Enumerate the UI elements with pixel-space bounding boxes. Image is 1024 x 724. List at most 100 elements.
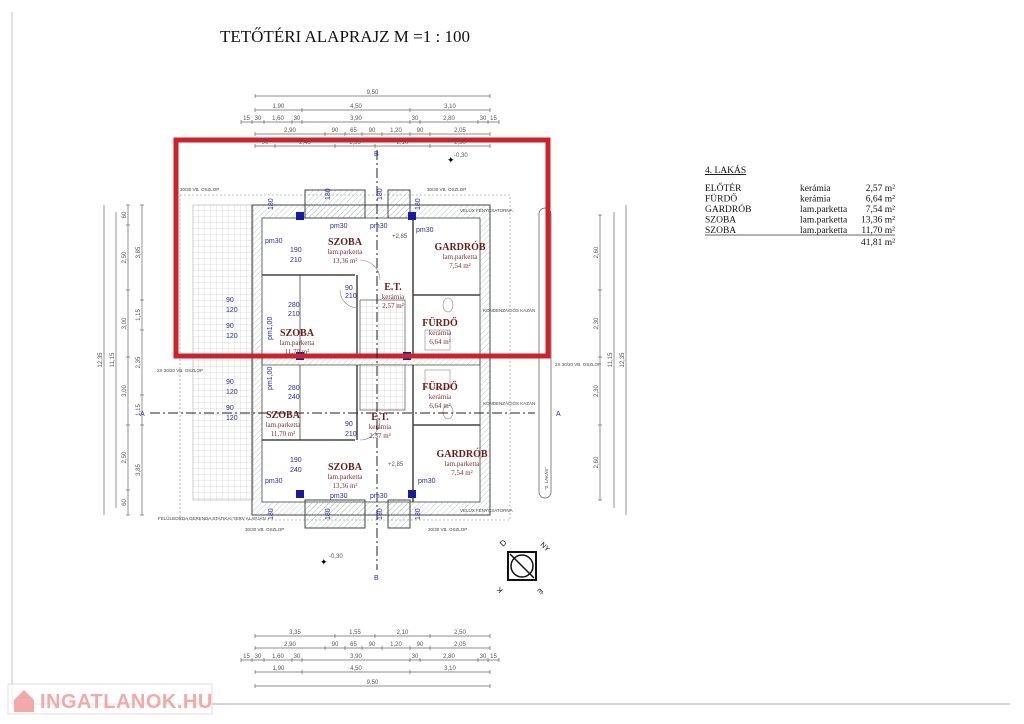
room-name: FÜRDŐ	[422, 380, 458, 393]
roof-grid-area	[192, 204, 254, 501]
room-finish: lam.parketta	[280, 339, 316, 347]
dimension-value: 30	[294, 654, 301, 660]
room-area: 2,57 m²	[369, 432, 391, 440]
level-bottom: -0,30	[329, 554, 343, 560]
room-finish: lam.parketta	[443, 253, 479, 261]
opening-dimension: 90	[226, 405, 234, 412]
note-column-2x: 2X 30/20 VB. OSZLOP	[555, 362, 601, 367]
room-name: GARDRÓB	[434, 241, 485, 253]
opening-dimension: 120	[226, 415, 238, 422]
dimension-value: 1,55	[349, 140, 361, 146]
dimension-value: 2,50	[454, 630, 466, 636]
room-finish: lam.parketta	[328, 473, 364, 481]
compass-west: NY	[539, 541, 551, 553]
room-area: 2,57 m²	[382, 302, 404, 310]
area-legend: 4. LAKÁS ELŐTÉR kerámia 2,57 m² FÜRDŐ kerámi…	[705, 164, 895, 248]
drawing-title: TETŐTÉRI ALAPRAJZ M =1 : 100	[220, 27, 470, 46]
dimension-value: 2,50	[454, 140, 466, 146]
neighbour-unit-label: "3. LAKÁS"	[543, 467, 549, 490]
legend-finish: kerámia	[800, 184, 831, 194]
opening-dimension: pm30	[370, 223, 388, 230]
dimension-value: 1,15	[136, 404, 142, 416]
dimension-value: 3,10	[444, 666, 456, 672]
dimension-value: 4,50	[350, 666, 362, 672]
note-column: 30/30 VB. OSZLOP	[245, 527, 284, 532]
opening-dimension: 240	[288, 394, 300, 401]
room-area: 13,36 m²	[332, 482, 357, 490]
legend-area: 6,64 m²	[866, 195, 895, 205]
dimension-value: 15	[490, 116, 497, 122]
legend-room: FÜRDŐ	[705, 193, 737, 205]
dimension-value: 2,50	[122, 451, 128, 463]
dimension-value: 3,10	[444, 104, 456, 110]
dimension-value: 30	[412, 654, 419, 660]
level-marker-icon: ✦	[447, 155, 455, 165]
dimension-value: 90	[417, 128, 424, 134]
opening-dimension: 90	[345, 285, 353, 292]
opening-dimension: pm30	[265, 238, 283, 245]
room-finish: kerámia	[369, 423, 392, 431]
room-finish: lam.parketta	[328, 248, 364, 256]
house-icon	[14, 690, 34, 712]
dimension-value: 1,55	[349, 630, 361, 636]
opening-dimension: pm30	[416, 227, 434, 234]
dimension-value: 90	[369, 128, 376, 134]
level-marker-icon: ✦	[320, 557, 328, 567]
opening-dimension: 240	[290, 467, 302, 474]
watermark-text: INGATLANOK.HU	[40, 691, 213, 713]
dimension-value: 90	[332, 128, 339, 134]
dimension-value: 15	[490, 654, 497, 660]
compass-north: É	[535, 587, 545, 597]
legend-room: GARDRÓB	[705, 203, 751, 215]
dimension-value: 2,10	[397, 140, 409, 146]
room-name: FÜRDŐ	[422, 316, 458, 329]
dimension-value: 12,35	[620, 352, 626, 368]
dimension-value: 1,20	[390, 642, 402, 648]
dimension-value: 1,90	[273, 104, 285, 110]
room-name: SZOBA	[280, 328, 315, 339]
legend-finish: kerámia	[800, 195, 831, 205]
watermark-logo: INGATLANOK.HU	[7, 683, 213, 715]
opening-dimension: 90	[226, 379, 234, 386]
opening-dimension: pm1,00	[267, 367, 274, 390]
room-finish: kerámia	[429, 393, 452, 401]
level-room-upper: +2,85	[392, 234, 408, 240]
dimension-value: 30	[294, 116, 301, 122]
room-finish: lam.parketta	[445, 460, 481, 468]
room-area: 11,70 m²	[285, 348, 310, 356]
dimension-value: 11,15	[608, 352, 614, 367]
legend-finish: lam.parketta	[800, 226, 848, 236]
dimension-value: 11,15	[110, 352, 116, 367]
opening-dimension: 190	[290, 457, 302, 464]
compass-south: D	[498, 538, 509, 549]
opening-dimension: pm30	[418, 478, 436, 485]
room-area: 7,54 m²	[449, 262, 471, 270]
dimension-value: 2,35	[136, 356, 142, 368]
axis-a-label-right: A	[556, 411, 561, 418]
dimension-value: 15	[243, 116, 250, 122]
dimension-value: 90	[332, 642, 339, 648]
opening-dimension: 180	[377, 188, 384, 200]
opening-dimension: 210	[290, 257, 302, 264]
opening-dimension: 120	[226, 389, 238, 396]
dimension-value: 3,00	[122, 385, 128, 397]
note-boiler: KONDENZÁCIÓS KAZÁN	[483, 400, 535, 406]
opening-dimension: 180	[415, 198, 422, 210]
legend-finish: lam.parketta	[800, 205, 848, 215]
room-finish: lam.parketta	[266, 421, 302, 429]
legend-total: 41,81 m²	[861, 238, 895, 248]
opening-dimension: 210	[345, 431, 357, 438]
dimension-value: 3,90	[350, 116, 362, 122]
note-column: 30/30 VB. OSZLOP	[180, 187, 219, 192]
room-area: 11,70 m²	[271, 430, 296, 438]
dimension-value: 2,60	[594, 246, 600, 258]
opening-dimension: 180	[325, 188, 332, 200]
legend-room: ELŐTÉR	[705, 182, 742, 194]
legend-area: 2,57 m²	[866, 184, 895, 194]
room-area: 6,64 m²	[429, 338, 451, 346]
dimension-value: 90	[417, 642, 424, 648]
legend-heading: 4. LAKÁS	[705, 164, 746, 176]
dimension-value: 30	[412, 116, 419, 122]
